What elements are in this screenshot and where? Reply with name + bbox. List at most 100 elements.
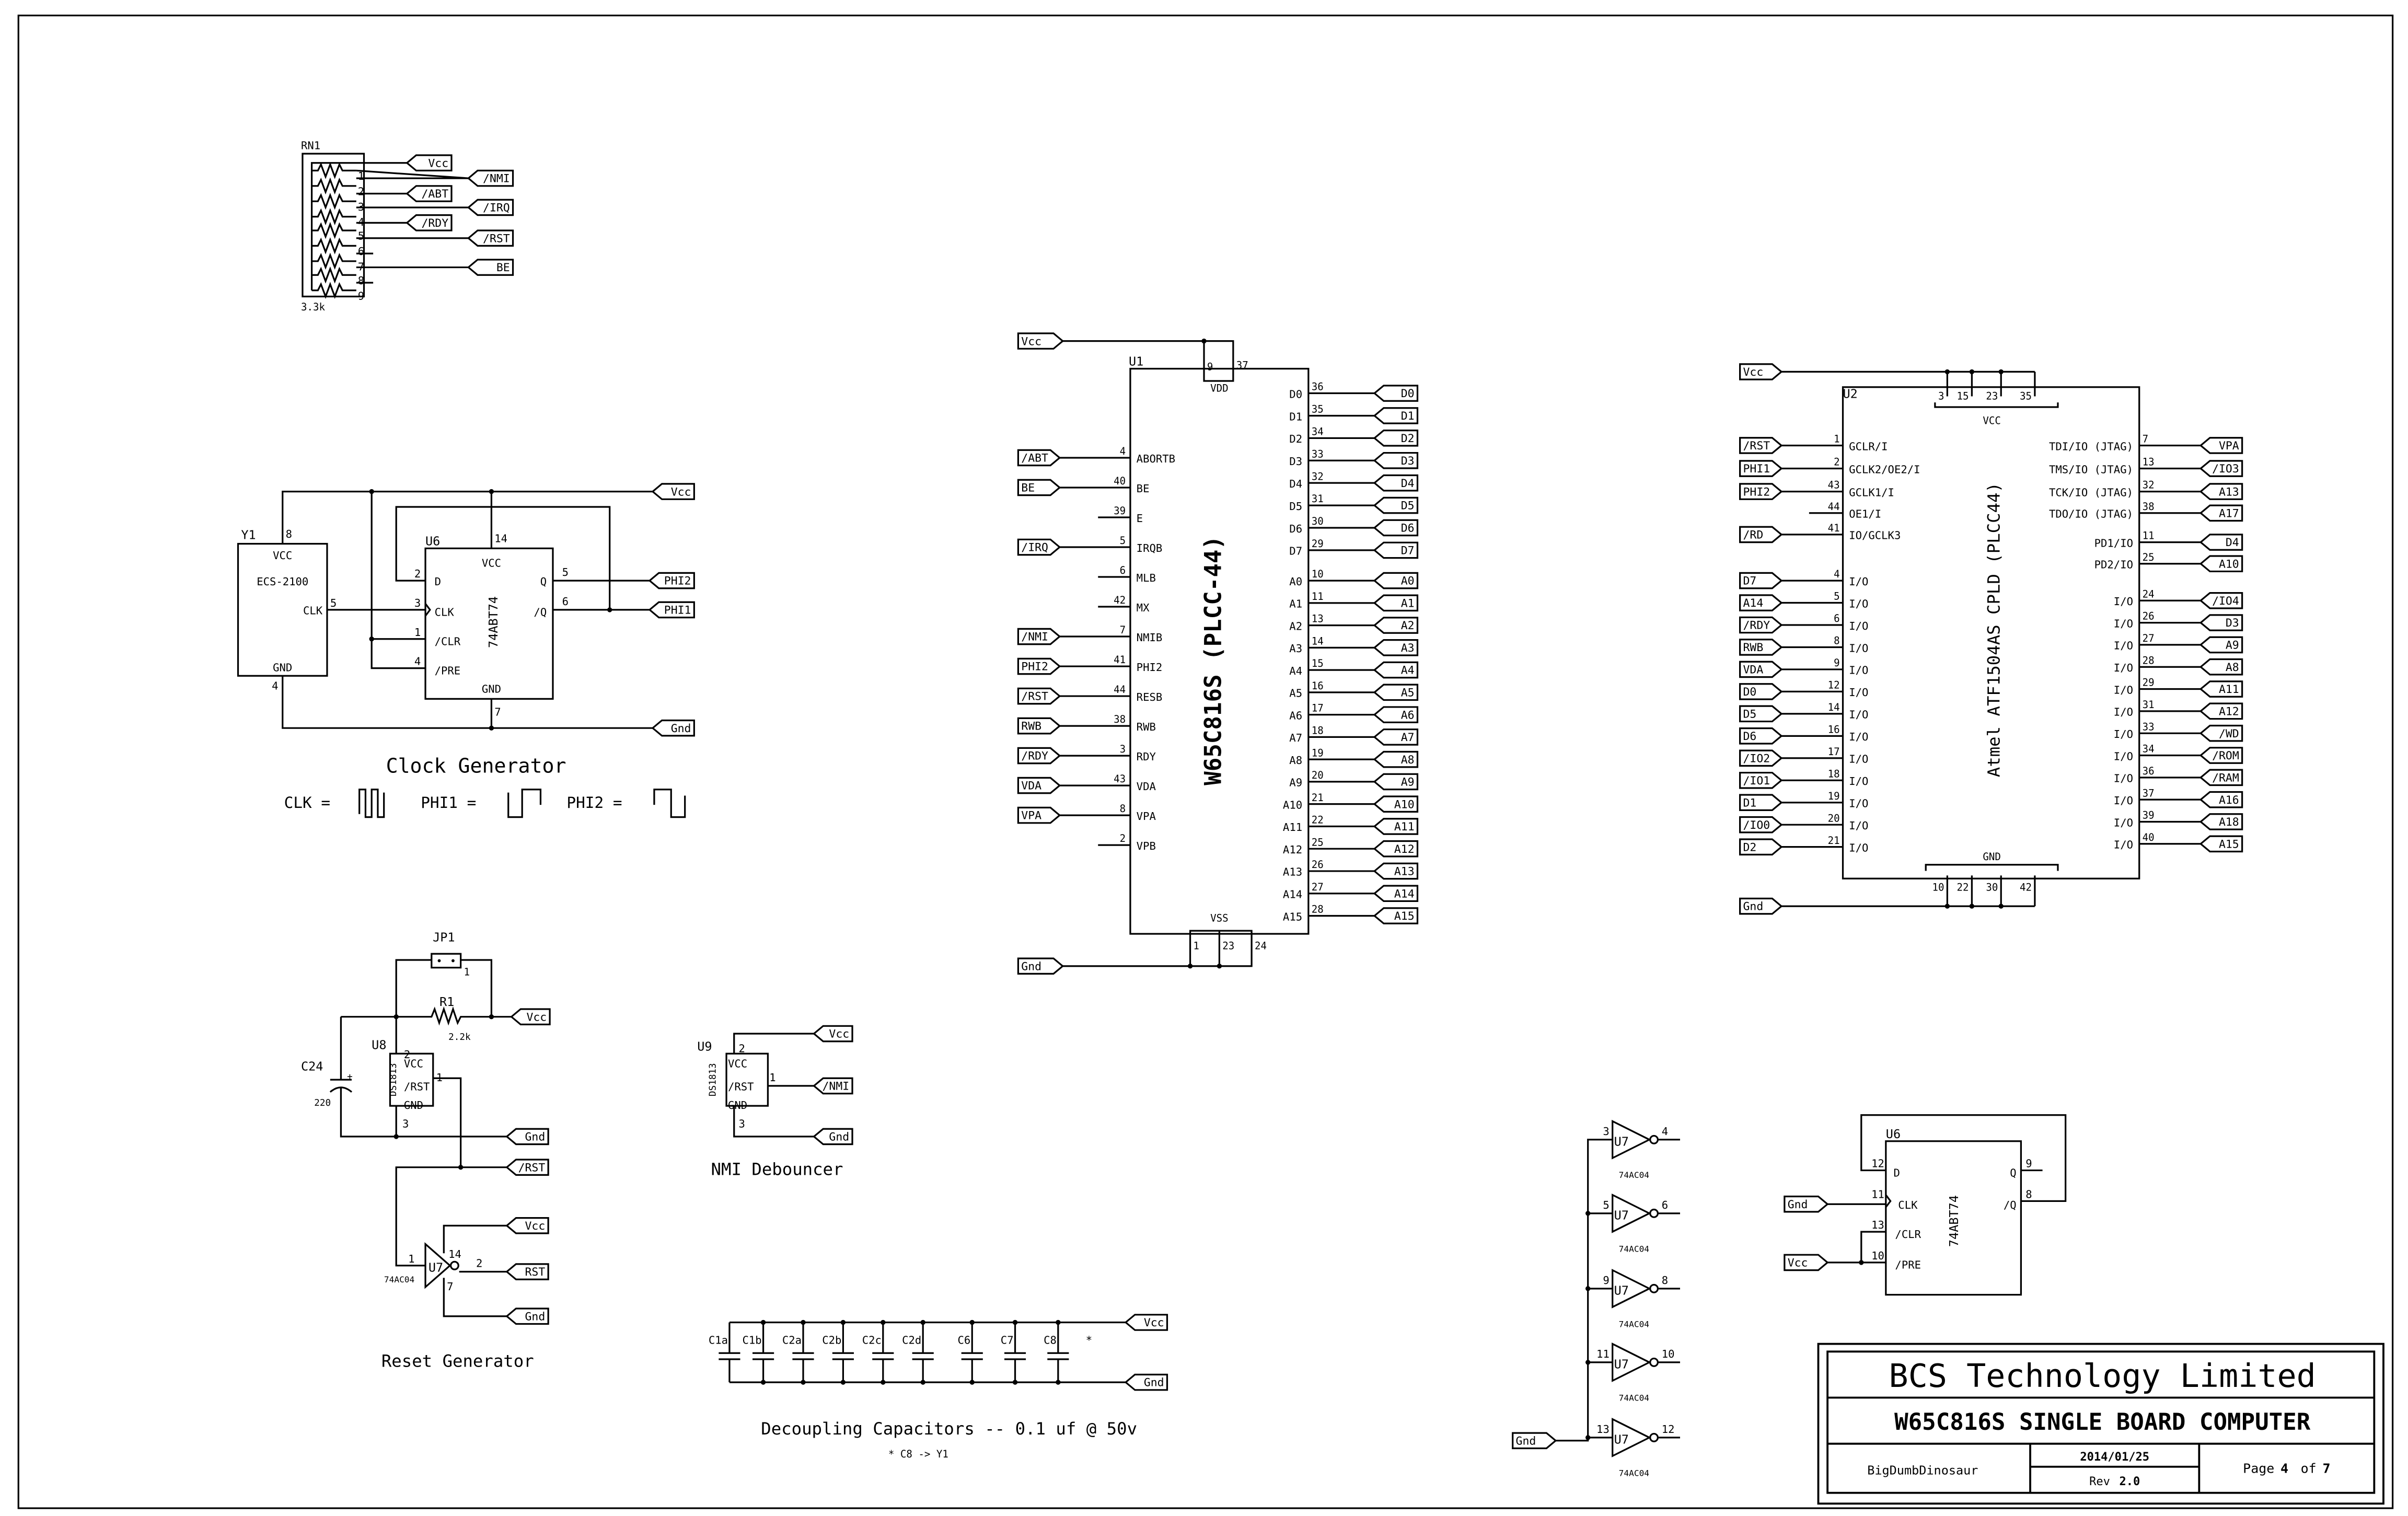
pin-number: 1 (769, 1071, 775, 1084)
pin-number: 2 (358, 185, 364, 198)
net-name: /RDY (1021, 750, 1048, 763)
u6b-part: 74ABT74 (1947, 1195, 1961, 1247)
flag-outline (467, 169, 514, 187)
inverter-bubble (1649, 1208, 1659, 1218)
pin-name: VCC (273, 549, 292, 562)
pin-number: 27 (2143, 632, 2155, 644)
flag-outline (1739, 363, 1783, 380)
pin-number: 41 (1828, 522, 1840, 534)
flag-outline (1739, 771, 1783, 789)
pin-number: 2 (1120, 832, 1126, 844)
c24-ref: C24 (301, 1059, 323, 1074)
u2-part-name: Atmel ATF1504AS CPLD (PLCC44) (1984, 482, 2004, 777)
pin-number: 38 (2143, 501, 2155, 513)
flag-outline (2199, 791, 2243, 808)
inverter-ref: U7 (1614, 1432, 1629, 1447)
pin-number: 36 (1312, 381, 1324, 393)
flag-outline (467, 199, 514, 216)
pin-number: 24 (2143, 588, 2155, 600)
flag-outline (1017, 747, 1061, 765)
flag-outline (505, 1128, 549, 1145)
net-name: /NMI (483, 172, 510, 186)
pin-number: 40 (1114, 475, 1126, 487)
net-label-flag: PHI2 (1017, 657, 1061, 675)
pin-name: A3 (1289, 642, 1302, 655)
net-label-flag: A8 (1373, 750, 1419, 768)
inverter-ref: U7 (1614, 1357, 1629, 1372)
flag-outline (406, 185, 453, 202)
junction-dot (607, 607, 612, 612)
wire (443, 1224, 507, 1254)
net-name: D4 (2226, 536, 2239, 549)
pin-name: D (435, 575, 441, 588)
pin-name: D1 (1289, 410, 1302, 423)
inverter-part: 74AC04 (1619, 1319, 1649, 1329)
u2-body (1842, 386, 2140, 879)
flag-outline (1373, 407, 1419, 424)
flag-outline (1739, 794, 1783, 812)
net-name: /RST (518, 1161, 546, 1174)
net-label-flag: D3 (2199, 614, 2243, 631)
vcc-rail (282, 491, 653, 544)
net-name: D2 (1743, 841, 1757, 854)
junction-dot (881, 1380, 886, 1385)
pin-name: I/O (2114, 595, 2133, 608)
pin-number: 15 (1312, 657, 1324, 669)
net-label-flag: A2 (1373, 617, 1419, 634)
flag-outline (1739, 683, 1783, 700)
pin-name: I/O (2114, 640, 2133, 652)
inverter-part: 74AC04 (1619, 1468, 1649, 1478)
capacitor-ref: C8 (1044, 1334, 1057, 1347)
resistor-symbol (311, 282, 356, 299)
pin-name: VCC (728, 1058, 747, 1070)
pin-name: I/O (1849, 775, 1868, 788)
flag-outline (1373, 496, 1419, 514)
net-label-flag: Vcc (1784, 1254, 1829, 1271)
net-name: D1 (1743, 796, 1757, 809)
pin-number: 21 (1828, 835, 1840, 847)
pin-number: 20 (1828, 812, 1840, 824)
net-label-flag: /ABT (1017, 449, 1061, 467)
net-label-flag: BE (1017, 479, 1061, 496)
u8-part: DS1813 (388, 1063, 399, 1096)
wire (395, 1166, 461, 1267)
inverter-ref: U7 (1614, 1135, 1629, 1149)
pin-number: 3 (739, 1117, 745, 1130)
net-name: A6 (1401, 709, 1415, 722)
inverter-symbol (1612, 1418, 1651, 1457)
pin-number: 35 (1312, 403, 1324, 415)
pin-number: 41 (1114, 654, 1126, 666)
flag-outline (1373, 840, 1419, 858)
net-name: /ROM (2212, 749, 2239, 762)
pin-name: I/O (1849, 709, 1868, 721)
inverter-part: 74AC04 (1619, 1170, 1649, 1180)
flag-outline (1124, 1314, 1168, 1331)
pin-name: GND (404, 1099, 423, 1112)
inverter-symbol (1612, 1268, 1651, 1309)
pin-number: 12 (1828, 679, 1840, 691)
project-title: W65C816S SINGLE BOARD COMPUTER (1894, 1409, 2311, 1436)
pin-name: D (1894, 1166, 1900, 1179)
net-name: D3 (1401, 455, 1415, 468)
flag-outline (1373, 907, 1419, 924)
flag-outline (2199, 813, 2243, 830)
feedback-wire (395, 506, 611, 610)
flag-outline (1017, 628, 1061, 645)
pin-name: PD2/IO (2094, 559, 2133, 571)
net-label-flag: A15 (2199, 835, 2243, 853)
pin-number: 7 (2143, 433, 2149, 445)
net-name: Gnd (525, 1310, 546, 1323)
wire (733, 1106, 814, 1138)
net-name: BE (1021, 482, 1035, 495)
flag-outline (1373, 617, 1419, 634)
flag-outline (2199, 724, 2243, 742)
net-name: /RST (1021, 690, 1048, 703)
capacitor-ref: C1b (742, 1334, 761, 1347)
pin-number: 37 (2143, 787, 2155, 799)
pin-number: 22 (1957, 882, 1969, 894)
rn1-value: 3.3k (301, 301, 325, 313)
net-label-flag: D2 (1739, 838, 1783, 855)
pin-name: CLK (435, 606, 455, 619)
net-name: A10 (1394, 798, 1415, 811)
junction-dot (1012, 1320, 1018, 1325)
